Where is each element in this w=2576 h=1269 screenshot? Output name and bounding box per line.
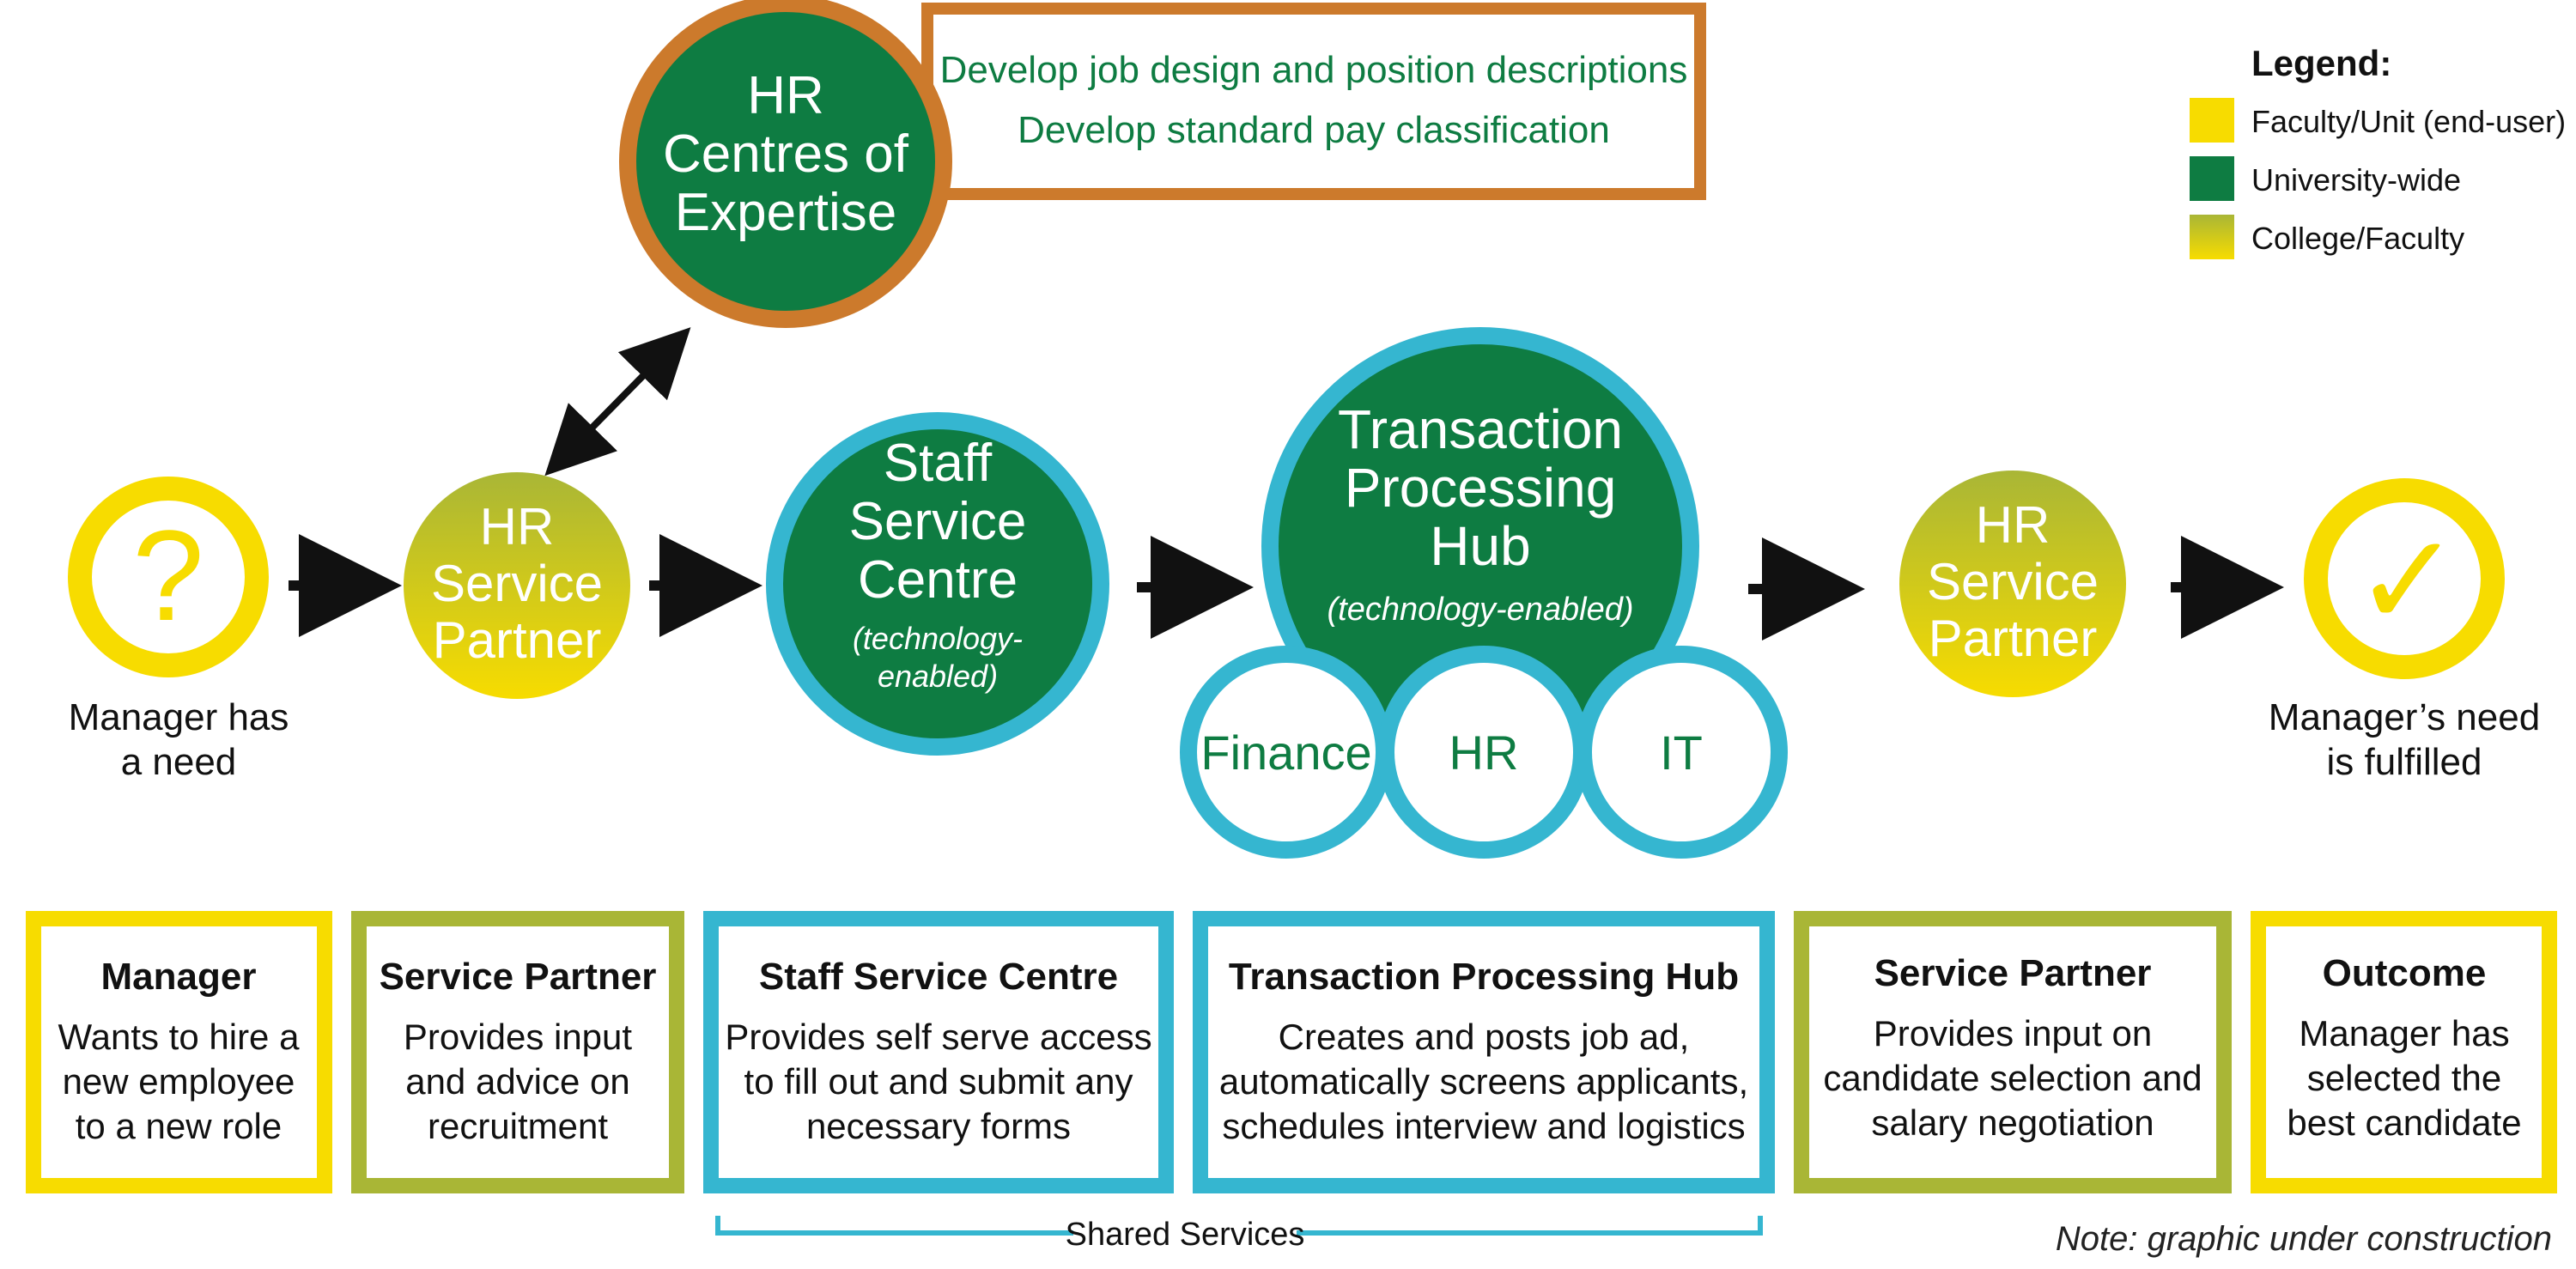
card-tph-line-1: Creates and posts job ad, — [1279, 1017, 1690, 1057]
card-ssc-line-3: necessary forms — [806, 1106, 1071, 1146]
card-ssc-title: Staff Service Centre — [759, 956, 1118, 998]
card-ssc-line-1: Provides self serve access — [725, 1017, 1151, 1057]
ssc-sub-line-1: (technology- — [853, 621, 1023, 656]
card-outcome-line-3: best candidate — [2287, 1102, 2521, 1143]
ssc-title-line-3: Centre — [858, 550, 1018, 610]
legend-label-university: University-wide — [2251, 162, 2461, 197]
manager-node: ? Manager has a need — [68, 477, 289, 783]
card-manager-line-1: Wants to hire a — [58, 1017, 301, 1057]
coe-title-line-3: Expertise — [675, 183, 896, 242]
ssc-title-line-1: Staff — [884, 434, 993, 493]
tph-unit-hr: HR — [1449, 726, 1519, 780]
card-service-partner-1-title: Service Partner — [380, 956, 657, 998]
shared-services-line-left — [715, 1216, 1073, 1236]
coe-double-arrow — [544, 327, 691, 477]
manager-caption-1: Manager has — [69, 696, 289, 738]
staff-service-centre-circle — [766, 412, 1109, 756]
legend-swatch-university — [2190, 156, 2234, 201]
ssc-title-line-2: Service — [849, 492, 1027, 551]
outcome-circle — [2304, 478, 2505, 679]
card-service-partner-1-border — [351, 911, 684, 1193]
coe-task-box — [921, 3, 1706, 200]
card-staff-service-centre: Staff Service Centre Provides self serve… — [703, 911, 1174, 1193]
tph-title-line-3: Hub — [1430, 515, 1530, 577]
card-outcome-line-2: selected the — [2307, 1058, 2502, 1098]
tph-sub: (technology-enabled) — [1327, 592, 1633, 628]
shared-services-bracket: Shared Services — [715, 1216, 1763, 1253]
coe-title-line-1: HR — [747, 66, 824, 125]
coe-task-1: Develop job design and position descript… — [940, 49, 1688, 91]
service-partner-2-line-3: Partner — [1929, 610, 2098, 667]
legend-title: Legend: — [2251, 43, 2391, 83]
card-outcome-title: Outcome — [2323, 952, 2487, 994]
card-ssc-line-2: to fill out and submit any — [744, 1061, 1133, 1102]
service-partner-2-line-1: HR — [1976, 496, 2050, 554]
checkmark-icon: ✓ — [2354, 508, 2462, 653]
card-service-partner-1-line-1: Provides input — [404, 1017, 632, 1057]
card-service-partner-2-line-3: salary negotiation — [1871, 1102, 2154, 1143]
card-manager-title: Manager — [101, 956, 257, 998]
outcome-node: ✓ Manager’s need is fulfilled — [2269, 478, 2540, 783]
shared-services-line-right — [1297, 1216, 1763, 1236]
service-partner-node-2: HR Service Partner — [1899, 471, 2126, 697]
card-manager: Manager Wants to hire a new employee to … — [26, 911, 332, 1193]
card-tph-border — [1193, 911, 1775, 1193]
service-partner-1-line-3: Partner — [433, 611, 602, 669]
card-service-partner-2-title: Service Partner — [1874, 952, 2152, 994]
legend-label-college: College/Faculty — [2251, 221, 2464, 256]
service-partner-circle-2 — [1899, 471, 2126, 697]
tph-unit-finance: Finance — [1200, 726, 1371, 780]
ssc-sub-line-2: enabled) — [878, 659, 998, 694]
tph-unit-it: IT — [1660, 726, 1703, 780]
card-tph-title: Transaction Processing Hub — [1229, 956, 1739, 998]
manager-circle — [68, 477, 269, 677]
tph-unit-it-circle — [1575, 646, 1788, 859]
card-tph: Transaction Processing Hub Creates and p… — [1193, 911, 1775, 1193]
card-service-partner-1-line-3: recruitment — [428, 1106, 608, 1146]
legend: Legend: Faculty/Unit (end-user) Universi… — [2190, 43, 2566, 259]
card-staff-service-centre-border — [703, 911, 1174, 1193]
shared-services-label: Shared Services — [1066, 1217, 1305, 1253]
service-partner-1-line-1: HR — [480, 498, 555, 556]
card-service-partner-1: Service Partner Provides input and advic… — [351, 911, 684, 1193]
service-partner-circle-1 — [404, 472, 630, 699]
card-service-partner-2-line-2: candidate selection and — [1823, 1058, 2202, 1098]
legend-label-faculty: Faculty/Unit (end-user) — [2251, 104, 2566, 139]
outcome-caption-1: Manager’s need — [2269, 696, 2540, 738]
card-outcome-line-1: Manager has — [2299, 1013, 2509, 1053]
card-outcome-border — [2251, 911, 2557, 1193]
legend-swatch-college — [2190, 215, 2234, 259]
card-outcome: Outcome Manager has selected the best ca… — [2251, 911, 2557, 1193]
card-manager-border — [26, 911, 332, 1193]
card-manager-line-3: to a new role — [76, 1106, 282, 1146]
tph-title-line-1: Transaction — [1338, 398, 1623, 460]
card-service-partner-2-line-1: Provides input on — [1874, 1013, 2153, 1053]
card-service-partner-2-border — [1794, 911, 2232, 1193]
service-partner-1-line-2: Service — [431, 555, 603, 612]
construction-note: Note: graphic under construction — [2056, 1220, 2552, 1258]
coe-title-line-2: Centres of — [663, 124, 909, 184]
legend-swatch-faculty — [2190, 98, 2234, 143]
card-manager-line-2: new employee — [63, 1061, 295, 1102]
manager-caption-2: a need — [121, 741, 237, 783]
centres-of-expertise: Develop job design and position descript… — [619, 0, 1706, 328]
coe-circle — [619, 0, 952, 328]
tph-title-line-2: Processing — [1345, 457, 1617, 519]
coe-task-2: Develop standard pay classification — [1018, 109, 1610, 151]
service-partner-node-1: HR Service Partner — [404, 472, 630, 699]
question-icon: ? — [132, 503, 204, 647]
tph-node: Transaction Processing Hub (technology-e… — [1180, 327, 1788, 859]
card-service-partner-2: Service Partner Provides input on candid… — [1794, 911, 2232, 1193]
outcome-caption-2: is fulfilled — [2327, 741, 2482, 783]
service-partner-2-line-2: Service — [1927, 553, 2099, 610]
card-tph-line-2: automatically screens applicants, — [1219, 1061, 1748, 1102]
card-service-partner-1-line-2: and advice on — [405, 1061, 630, 1102]
card-tph-line-3: schedules interview and logistics — [1222, 1106, 1745, 1146]
staff-service-centre-node: Staff Service Centre (technology- enable… — [766, 412, 1109, 756]
